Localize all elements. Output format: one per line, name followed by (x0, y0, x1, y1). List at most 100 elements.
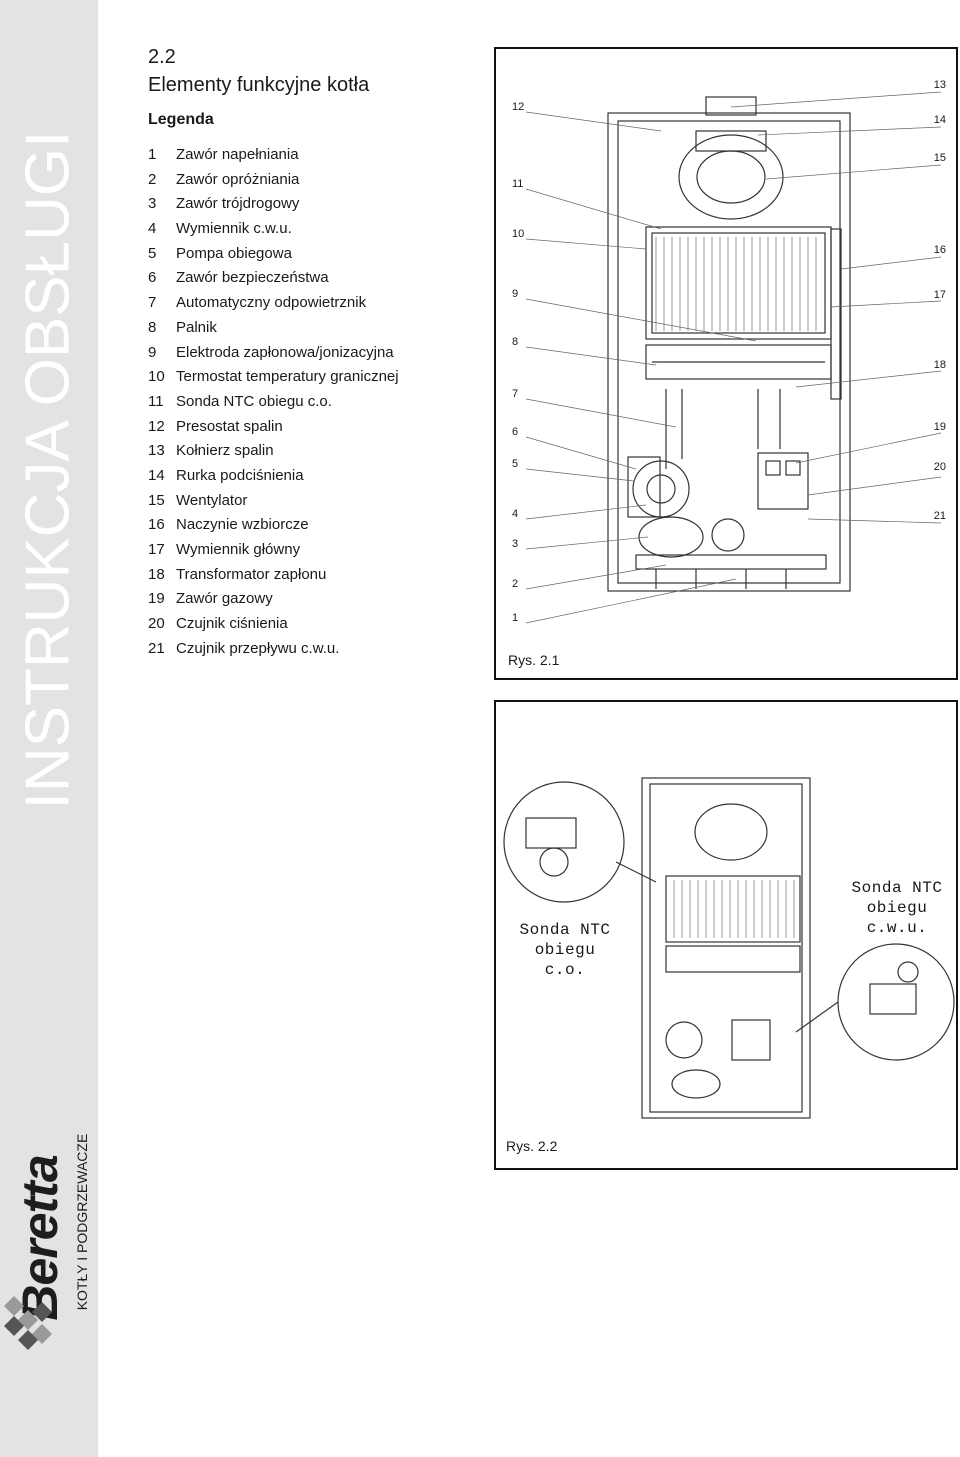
legend-item: 5 Pompa obiegowa (148, 245, 399, 270)
legend-item-text: Wentylator (176, 491, 248, 509)
legend-item-number: 12 (148, 417, 165, 435)
legend-item-text: Rurka podciśnienia (176, 466, 304, 484)
section-title: Elementy funkcyjne kotła (148, 74, 370, 96)
legend-item-number: 16 (148, 516, 165, 534)
legend-item: 8 Palnik (148, 319, 399, 344)
callout-label: 11 (512, 178, 524, 190)
legend-item: 19 Zawór gazowy (148, 590, 399, 615)
callout-label: 20 (933, 461, 946, 473)
ntc-co-line: Sonda NTC (519, 921, 611, 939)
callout-label: 7 (512, 388, 519, 400)
legend-item: 2 Zawór opróżniania (148, 171, 399, 196)
ntc-cwu-line: c.w.u. (866, 919, 928, 937)
legend-item-text: Automatyczny odpowietrznik (176, 294, 367, 312)
legend-item: 11 Sonda NTC obiegu c.o. (148, 393, 399, 418)
figure-caption: Rys. 2.2 (506, 1138, 558, 1154)
legend-item: 6 Zawór bezpieczeństwa (148, 269, 399, 294)
callout-label: 1 (512, 612, 519, 624)
brand-logo-icon (4, 1296, 52, 1350)
sidebar: INSTRUKCJA OBSŁUGI Beretta KOTŁY I PODGR… (0, 0, 98, 1457)
legend-title: Legenda (148, 111, 214, 128)
ntc-cwu-label: Sonda NTC obiegu c.w.u. (842, 878, 952, 938)
legend-item-number: 17 (148, 541, 165, 558)
legend-item-number: 18 (148, 565, 165, 583)
callout-label: 8 (512, 336, 519, 348)
callout-label: 4 (512, 508, 519, 520)
callout-label: 21 (933, 510, 946, 522)
legend-item-text: Zawór opróżniania (176, 170, 300, 188)
legend-item: 14 Rurka podciśnienia (148, 467, 399, 492)
legend-item-text: Termostat temperatury granicznej (176, 368, 399, 386)
figure-ntc-sensors: Sonda NTC obiegu c.o. Sonda NTC obiegu c… (494, 700, 958, 1170)
legend-item: 7 Automatyczny odpowietrznik (148, 294, 399, 319)
legend-item-text: Palnik (176, 318, 217, 336)
legend-item-number: 2 (148, 170, 157, 188)
callout-label: 5 (512, 458, 519, 470)
legend-item-text: Zawór bezpieczeństwa (176, 269, 329, 287)
legend-item-text: Naczynie wzbiorcze (176, 516, 309, 534)
legend-item-text: Elektroda zapłonowa/jonizacyjna (176, 343, 394, 361)
legend-item-text: Transformator zapłonu (176, 565, 327, 583)
ntc-cwu-line: Sonda NTC (851, 879, 943, 897)
legend-item: 15 Wentylator (148, 492, 399, 517)
legend-item-text: Zawór trójdrogowy (176, 195, 300, 213)
callout-label: 17 (933, 289, 946, 301)
callout-label: 14 (933, 114, 946, 126)
legend-item-text: Wymiennik c.w.u. (176, 220, 292, 238)
legend-item-text: Presostat spalin (176, 417, 283, 435)
legend-item-number: 5 (148, 244, 157, 262)
legend-item-number: 14 (148, 466, 165, 484)
legend-item: 13 Kołnierz spalin (148, 442, 399, 467)
legend-item-text: Zawór gazowy (176, 590, 273, 608)
section-number: 2.2 (148, 46, 176, 68)
legend-item-text: Sonda NTC obiegu c.o. (176, 392, 332, 410)
legend-item: 16 Naczynie wzbiorcze (148, 516, 399, 541)
legend-item-text: Czujnik ciśnienia (176, 615, 288, 633)
brand-subtitle: KOTŁY I PODGRZEWACZE (74, 1133, 90, 1311)
legend-item: 1 Zawór napełniania (148, 146, 399, 171)
callout-label: 16 (933, 244, 946, 256)
legend-item-number: 1 (148, 146, 157, 163)
legend-item: 3 Zawór trójdrogowy (148, 195, 399, 220)
callout-label: 18 (933, 359, 946, 371)
legend-item: 4 Wymiennik c.w.u. (148, 220, 399, 245)
legend-item-number: 19 (148, 590, 165, 608)
legend-item-text: Kołnierz spalin (176, 442, 274, 460)
figure-boiler-components: 12 11 10 9 8 7 6 5 4 3 2 1 13 14 15 16 1… (494, 47, 958, 680)
callout-label: 9 (512, 288, 519, 300)
legend-item: 17 Wymiennik główny (148, 541, 399, 566)
callout-label: 3 (512, 538, 519, 550)
legend-item-text: Czujnik przepływu c.w.u. (176, 639, 340, 657)
callout-label: 10 (512, 228, 525, 240)
legend-item-number: 7 (148, 294, 157, 312)
callout-label: 13 (933, 79, 946, 91)
ntc-co-line: obiegu c.o. (534, 941, 596, 979)
boiler-drawing (525, 91, 942, 624)
figure-caption: Rys. 2.1 (508, 652, 560, 668)
boiler-drawing-ntc (503, 777, 955, 1119)
legend-item-number: 10 (148, 368, 165, 386)
callout-label: 2 (512, 578, 519, 590)
legend-item-text: Zawór napełniania (176, 146, 299, 163)
legend-item-number: 6 (148, 269, 157, 287)
legend-item-number: 11 (148, 392, 164, 410)
legend-item-number: 4 (148, 220, 157, 238)
legend-item-number: 15 (148, 491, 165, 509)
callout-label: 19 (933, 421, 946, 433)
ntc-co-label: Sonda NTC obiegu c.o. (510, 920, 620, 980)
legend-item-number: 13 (148, 442, 165, 460)
callout-label: 12 (512, 101, 525, 113)
callout-label: 6 (512, 426, 519, 438)
legend-item: 10 Termostat temperatury granicznej (148, 368, 399, 393)
legend-item: 18 Transformator zapłonu (148, 566, 399, 591)
legend-item-number: 3 (148, 195, 157, 213)
legend-item: 12 Presostat spalin (148, 418, 399, 443)
ntc-cwu-line: obiegu (866, 899, 928, 917)
legend-item-number: 8 (148, 318, 157, 336)
legend-item-text: Pompa obiegowa (176, 244, 292, 262)
legend-item-text: Wymiennik główny (176, 541, 301, 558)
